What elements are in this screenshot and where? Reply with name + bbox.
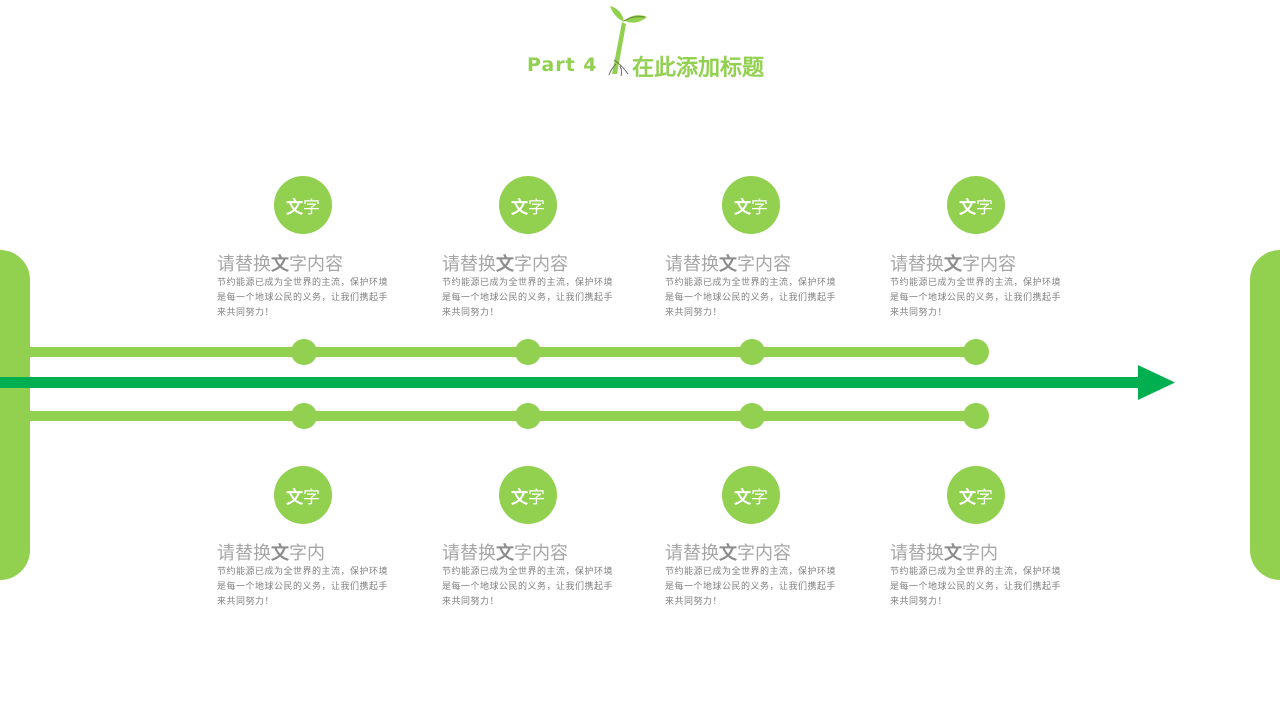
bottom-heading-3: 请替换文字内容 — [665, 543, 791, 564]
arrow-shaft — [0, 377, 1140, 388]
top-desc-2: 节约能源已成为全世界的主流，保护环境是每一个地球公民的义务，让我们携起手来共同努… — [442, 278, 614, 318]
slide-header: Part 4 在此添加标题 — [0, 0, 1280, 90]
top-heading-3: 请替换文字内容 — [665, 254, 791, 275]
upper-node-3 — [739, 339, 765, 365]
bottom-badge-4: 文字 — [947, 466, 1005, 524]
bottom-desc-1: 节约能源已成为全世界的主流，保护环境是每一个地球公民的义务，让我们携起手来共同努… — [217, 567, 389, 607]
top-desc-3: 节约能源已成为全世界的主流，保护环境是每一个地球公民的义务，让我们携起手来共同努… — [665, 278, 837, 318]
sprout-icon — [608, 6, 647, 76]
bottom-badge-1: 文字 — [274, 466, 332, 524]
arrow-head-icon — [1138, 365, 1175, 400]
top-badge-1: 文字 — [274, 176, 332, 234]
bottom-desc-4: 节约能源已成为全世界的主流，保护环境是每一个地球公民的义务，让我们携起手来共同努… — [890, 567, 1062, 607]
top-heading-2: 请替换文字内容 — [442, 254, 568, 275]
part-label: Part 4 — [527, 54, 598, 76]
top-desc-1: 节约能源已成为全世界的主流，保护环境是每一个地球公民的义务，让我们携起手来共同努… — [217, 278, 389, 318]
bottom-desc-3: 节约能源已成为全世界的主流，保护环境是每一个地球公民的义务，让我们携起手来共同努… — [665, 567, 837, 607]
lower-node-2 — [515, 403, 541, 429]
upper-node-4 — [963, 339, 989, 365]
bottom-heading-1: 请替换文字内 — [217, 543, 325, 564]
top-badge-2: 文字 — [499, 176, 557, 234]
bottom-badge-3: 文字 — [722, 466, 780, 524]
slide-title: 在此添加标题 — [632, 56, 765, 81]
timeline-graphic — [0, 339, 1175, 429]
lower-node-1 — [291, 403, 317, 429]
right-side-bar — [1250, 250, 1280, 580]
top-badge-3: 文字 — [722, 176, 780, 234]
bottom-heading-2: 请替换文字内容 — [442, 543, 568, 564]
top-desc-4: 节约能源已成为全世界的主流，保护环境是每一个地球公民的义务，让我们携起手来共同努… — [890, 278, 1062, 318]
top-heading-4: 请替换文字内容 — [890, 254, 1016, 275]
top-heading-1: 请替换文字内容 — [217, 254, 343, 275]
bottom-desc-2: 节约能源已成为全世界的主流，保护环境是每一个地球公民的义务，让我们携起手来共同努… — [442, 567, 614, 607]
lower-node-3 — [739, 403, 765, 429]
upper-node-2 — [515, 339, 541, 365]
upper-node-1 — [291, 339, 317, 365]
top-badge-4: 文字 — [947, 176, 1005, 234]
bottom-heading-4: 请替换文字内 — [890, 543, 998, 564]
bottom-badge-2: 文字 — [499, 466, 557, 524]
lower-node-4 — [963, 403, 989, 429]
